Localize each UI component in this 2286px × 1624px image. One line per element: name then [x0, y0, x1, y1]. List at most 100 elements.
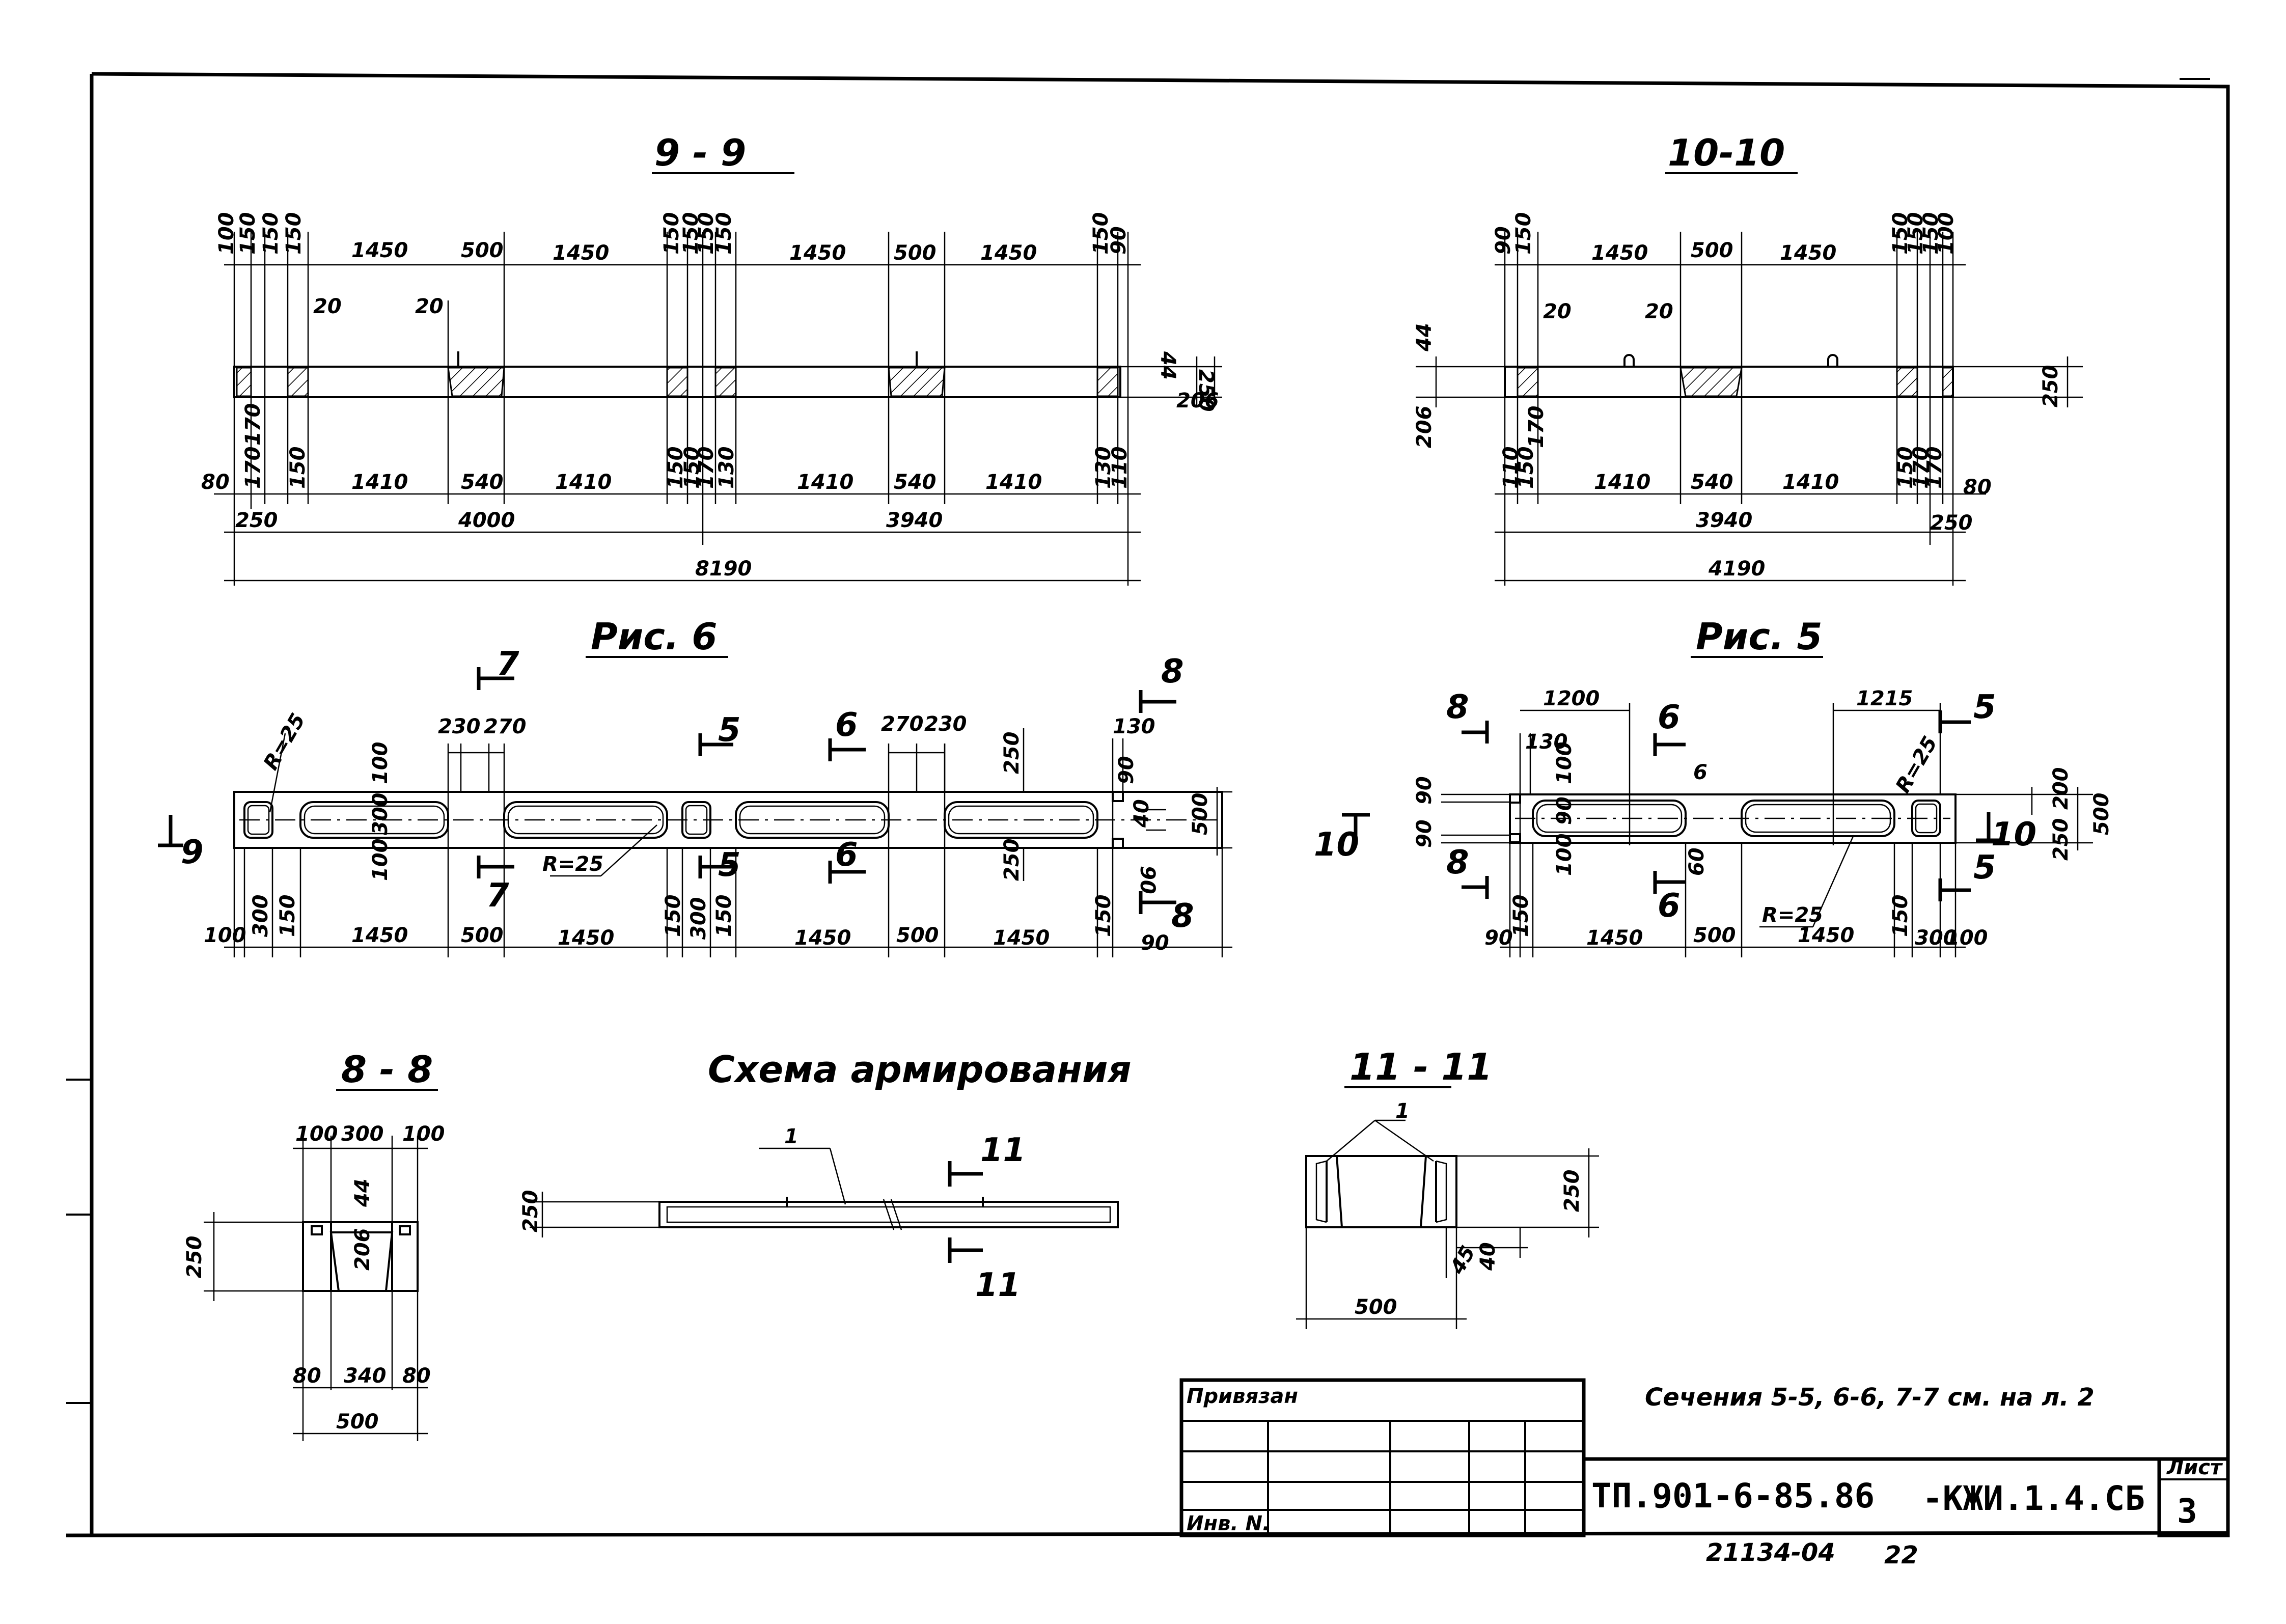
title-section-11-11: 11 - 11	[1349, 1045, 1492, 1088]
cut-label: 5	[718, 846, 741, 884]
dim-label: 500	[1693, 924, 1736, 947]
dim-label: 150	[712, 895, 736, 938]
dim-label: 90	[1115, 756, 1138, 784]
dim-label: 150	[259, 212, 283, 255]
dim-label: 300	[687, 897, 710, 940]
dim-label: 250	[1930, 511, 1973, 535]
dim-label: 90	[1141, 931, 1169, 955]
dim-label: 100	[1553, 834, 1576, 876]
dim-label: 150	[286, 447, 310, 489]
title-reinforcement-scheme: Схема армирования	[708, 1048, 1132, 1091]
document-code: ТП.901-6-85.86	[1591, 1476, 1875, 1516]
dim-label: 150	[1512, 212, 1535, 255]
sheet-label: Лист	[2166, 1456, 2223, 1479]
dim-label: 20	[1543, 300, 1572, 323]
title-figure-6: Рис. 6	[591, 615, 717, 658]
dim-label: 1450	[351, 239, 408, 262]
title-section-10-10: 10-10	[1668, 131, 1785, 174]
dim-label: 1450	[558, 926, 614, 950]
dim-label: 150	[680, 447, 704, 489]
dim-label: 150	[276, 895, 299, 938]
dim-label: 170	[1923, 447, 1946, 489]
dim-label: 500	[894, 241, 937, 265]
dim-label: 130	[1092, 447, 1115, 489]
dim-label: 150	[1509, 895, 1533, 938]
cut-label: 5	[1973, 849, 1996, 887]
dim-label: 150	[1904, 212, 1927, 255]
dim-label: 250	[1194, 369, 1218, 412]
dim-label: 1410	[797, 471, 853, 494]
bar-label: 1	[1395, 1099, 1410, 1123]
dim-label: 170	[1525, 406, 1548, 449]
dim-label: 270	[881, 712, 924, 736]
dim-label: 90	[1136, 866, 1159, 894]
dim-label: 1200	[1543, 687, 1600, 710]
dim-label: 100	[369, 742, 392, 785]
cut-label: 10	[1991, 816, 2036, 854]
dim-label: 6	[1693, 761, 1707, 784]
dim-label: 130	[715, 447, 738, 489]
dim-label: 150	[695, 212, 718, 255]
dim-label: 100	[295, 1122, 338, 1146]
dim-label: 200	[2049, 767, 2073, 810]
dim-label: 110	[1108, 447, 1132, 489]
dim-label: 40	[1476, 1242, 1500, 1271]
dim-label: 1450	[351, 924, 408, 947]
figure-6: Рис. 6 7 5	[158, 615, 1232, 957]
reinforcement-scheme: Схема армирования 1 250 11 11	[519, 1048, 1132, 1304]
dim-label: 150	[282, 212, 306, 255]
dim-label: 150	[1889, 212, 1912, 255]
section-9-9: 9 - 9	[201, 131, 1222, 586]
dim-label: 250	[519, 1190, 542, 1233]
cut-label: 8	[1446, 844, 1469, 882]
dim-label: 100	[1935, 212, 1958, 255]
cut-label: 5	[718, 711, 741, 749]
cut-label: 6	[1658, 887, 1681, 925]
dim-label: 1410	[1782, 471, 1839, 494]
dim-label: 250	[1000, 732, 1024, 775]
dim-label: 90	[1413, 776, 1436, 805]
dim-label: 1410	[555, 471, 612, 494]
dim-label: 100	[369, 839, 392, 882]
dim-label: 1450	[1591, 241, 1648, 265]
cut-label: 10	[1314, 826, 1359, 864]
page-number: 22	[1884, 1541, 1918, 1570]
cut-label: 5	[1973, 689, 1996, 726]
cut-label: 6	[1658, 699, 1681, 736]
dim-label: 250	[1000, 839, 1024, 882]
dim-label: R=25	[1891, 732, 1942, 797]
cut-label: 6	[835, 706, 858, 744]
title-section-9-9: 9 - 9	[654, 131, 746, 174]
dim-label: 3940	[1696, 509, 1752, 532]
dim-label: 150	[1514, 447, 1538, 489]
dim-label: 150	[1919, 212, 1943, 255]
dim-label: 500	[1189, 793, 1212, 836]
dim-label: 1450	[993, 926, 1050, 950]
cut-label: 9	[181, 834, 204, 871]
title-section-8-8: 8 - 8	[341, 1048, 433, 1091]
cut-label: 6	[835, 836, 858, 874]
section-10-10: 10-10	[1413, 131, 2083, 586]
dim-label: 1450	[1798, 924, 1854, 947]
dim-label: 1410	[1594, 471, 1650, 494]
dim-label: 90	[1553, 796, 1576, 825]
dim-label: 250	[235, 509, 278, 532]
dim-label: 80	[293, 1364, 321, 1388]
dim-label: 1450	[1780, 241, 1836, 265]
dim-label: 44	[1413, 323, 1436, 352]
dim-label: 1450	[980, 241, 1037, 265]
figure-5: Рис. 5 8 6 5 8 6 5 10 10	[1314, 615, 2113, 957]
dim-label: 150	[712, 212, 736, 255]
dim-label: 1450	[553, 241, 609, 265]
dim-label: 130	[1113, 715, 1155, 738]
dim-label: 20	[313, 295, 342, 318]
dim-label: 100	[1945, 926, 1988, 950]
dim-label: 150	[662, 895, 685, 938]
dim-label: 170	[241, 403, 265, 446]
dim-label: R=25	[259, 709, 310, 774]
dim-label: 60	[1685, 847, 1709, 876]
dim-label: 110	[1499, 447, 1523, 489]
dim-label: 20	[415, 295, 444, 318]
dim-label: 1450	[1586, 926, 1643, 950]
